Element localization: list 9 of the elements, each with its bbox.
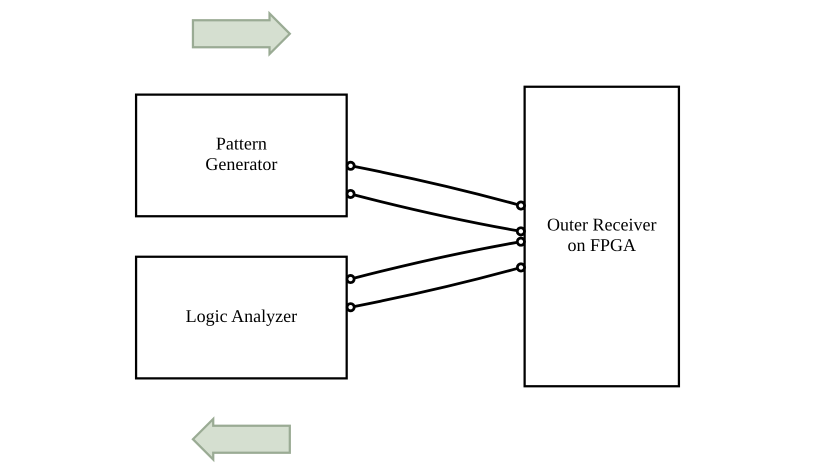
node-box: Logic Analyzer	[134, 255, 348, 380]
connector	[346, 236, 526, 284]
node-arrow	[191, 416, 291, 462]
connector	[346, 188, 526, 236]
connector	[346, 160, 526, 210]
node-box: Pattern Generator	[134, 92, 348, 217]
node-arrow	[192, 10, 292, 56]
connector	[346, 262, 526, 312]
node-box: Outer Receiver on FPGA	[524, 85, 680, 387]
